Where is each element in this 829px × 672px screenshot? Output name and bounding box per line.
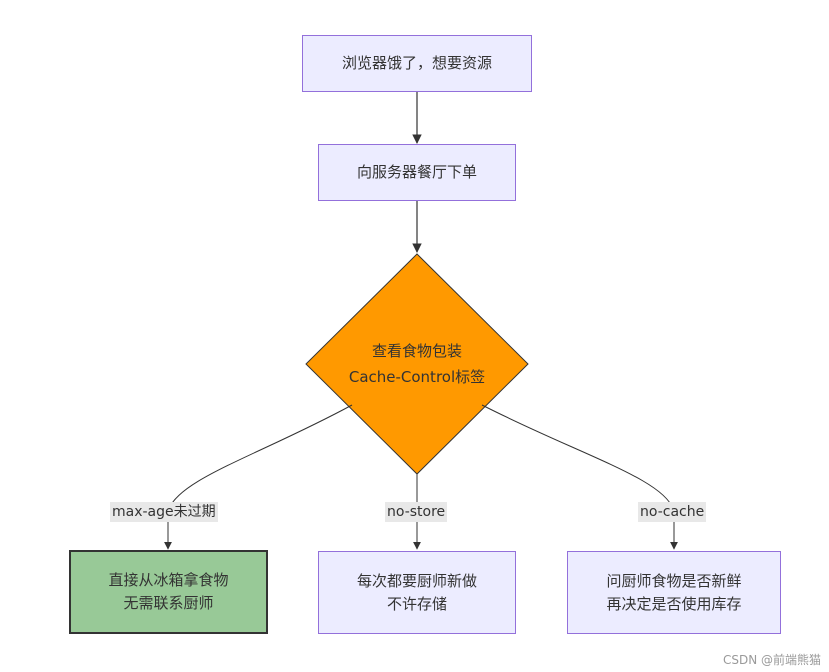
edge-label-no-store: no-store bbox=[385, 502, 448, 522]
node-use-fridge-line1: 直接从冰箱拿食物 bbox=[108, 571, 229, 589]
edge-label-no-cache: no-cache bbox=[638, 502, 707, 522]
node-no-store-line1: 每次都要厨师新做 bbox=[356, 571, 477, 590]
node-no-cache-line2: 再决定是否使用库存 bbox=[606, 594, 742, 613]
node-order-label: 向服务器餐厅下单 bbox=[356, 163, 477, 181]
edge-max-age bbox=[164, 404, 353, 550]
decision-label-line1: 查看食物包装 bbox=[371, 342, 462, 360]
node-browser-hungry-label: 浏览器饿了，想要资源 bbox=[341, 54, 492, 72]
watermark: CSDN @前端熊猫 bbox=[722, 653, 821, 667]
decision-label-line2: Cache-Control标签 bbox=[348, 368, 486, 386]
node-no-store-line2: 不许存储 bbox=[386, 594, 447, 613]
edge-label-max-age: max-age未过期 bbox=[110, 502, 218, 522]
node-use-fridge: 直接从冰箱拿食物 无需联系厨师 bbox=[69, 550, 268, 634]
node-no-cache-line1: 问厨师食物是否新鲜 bbox=[606, 571, 742, 590]
node-use-fridge-line2: 无需联系厨师 bbox=[123, 594, 214, 612]
decision-label: 查看食物包装 Cache-Control标签 bbox=[317, 334, 517, 394]
node-browser-hungry: 浏览器饿了，想要资源 bbox=[302, 35, 532, 92]
node-order-from-server: 向服务器餐厅下单 bbox=[318, 144, 516, 201]
node-no-store: 每次都要厨师新做 不许存储 bbox=[318, 551, 516, 634]
node-no-cache: 问厨师食物是否新鲜 再决定是否使用库存 bbox=[567, 551, 781, 634]
edge-no-cache bbox=[481, 404, 678, 550]
